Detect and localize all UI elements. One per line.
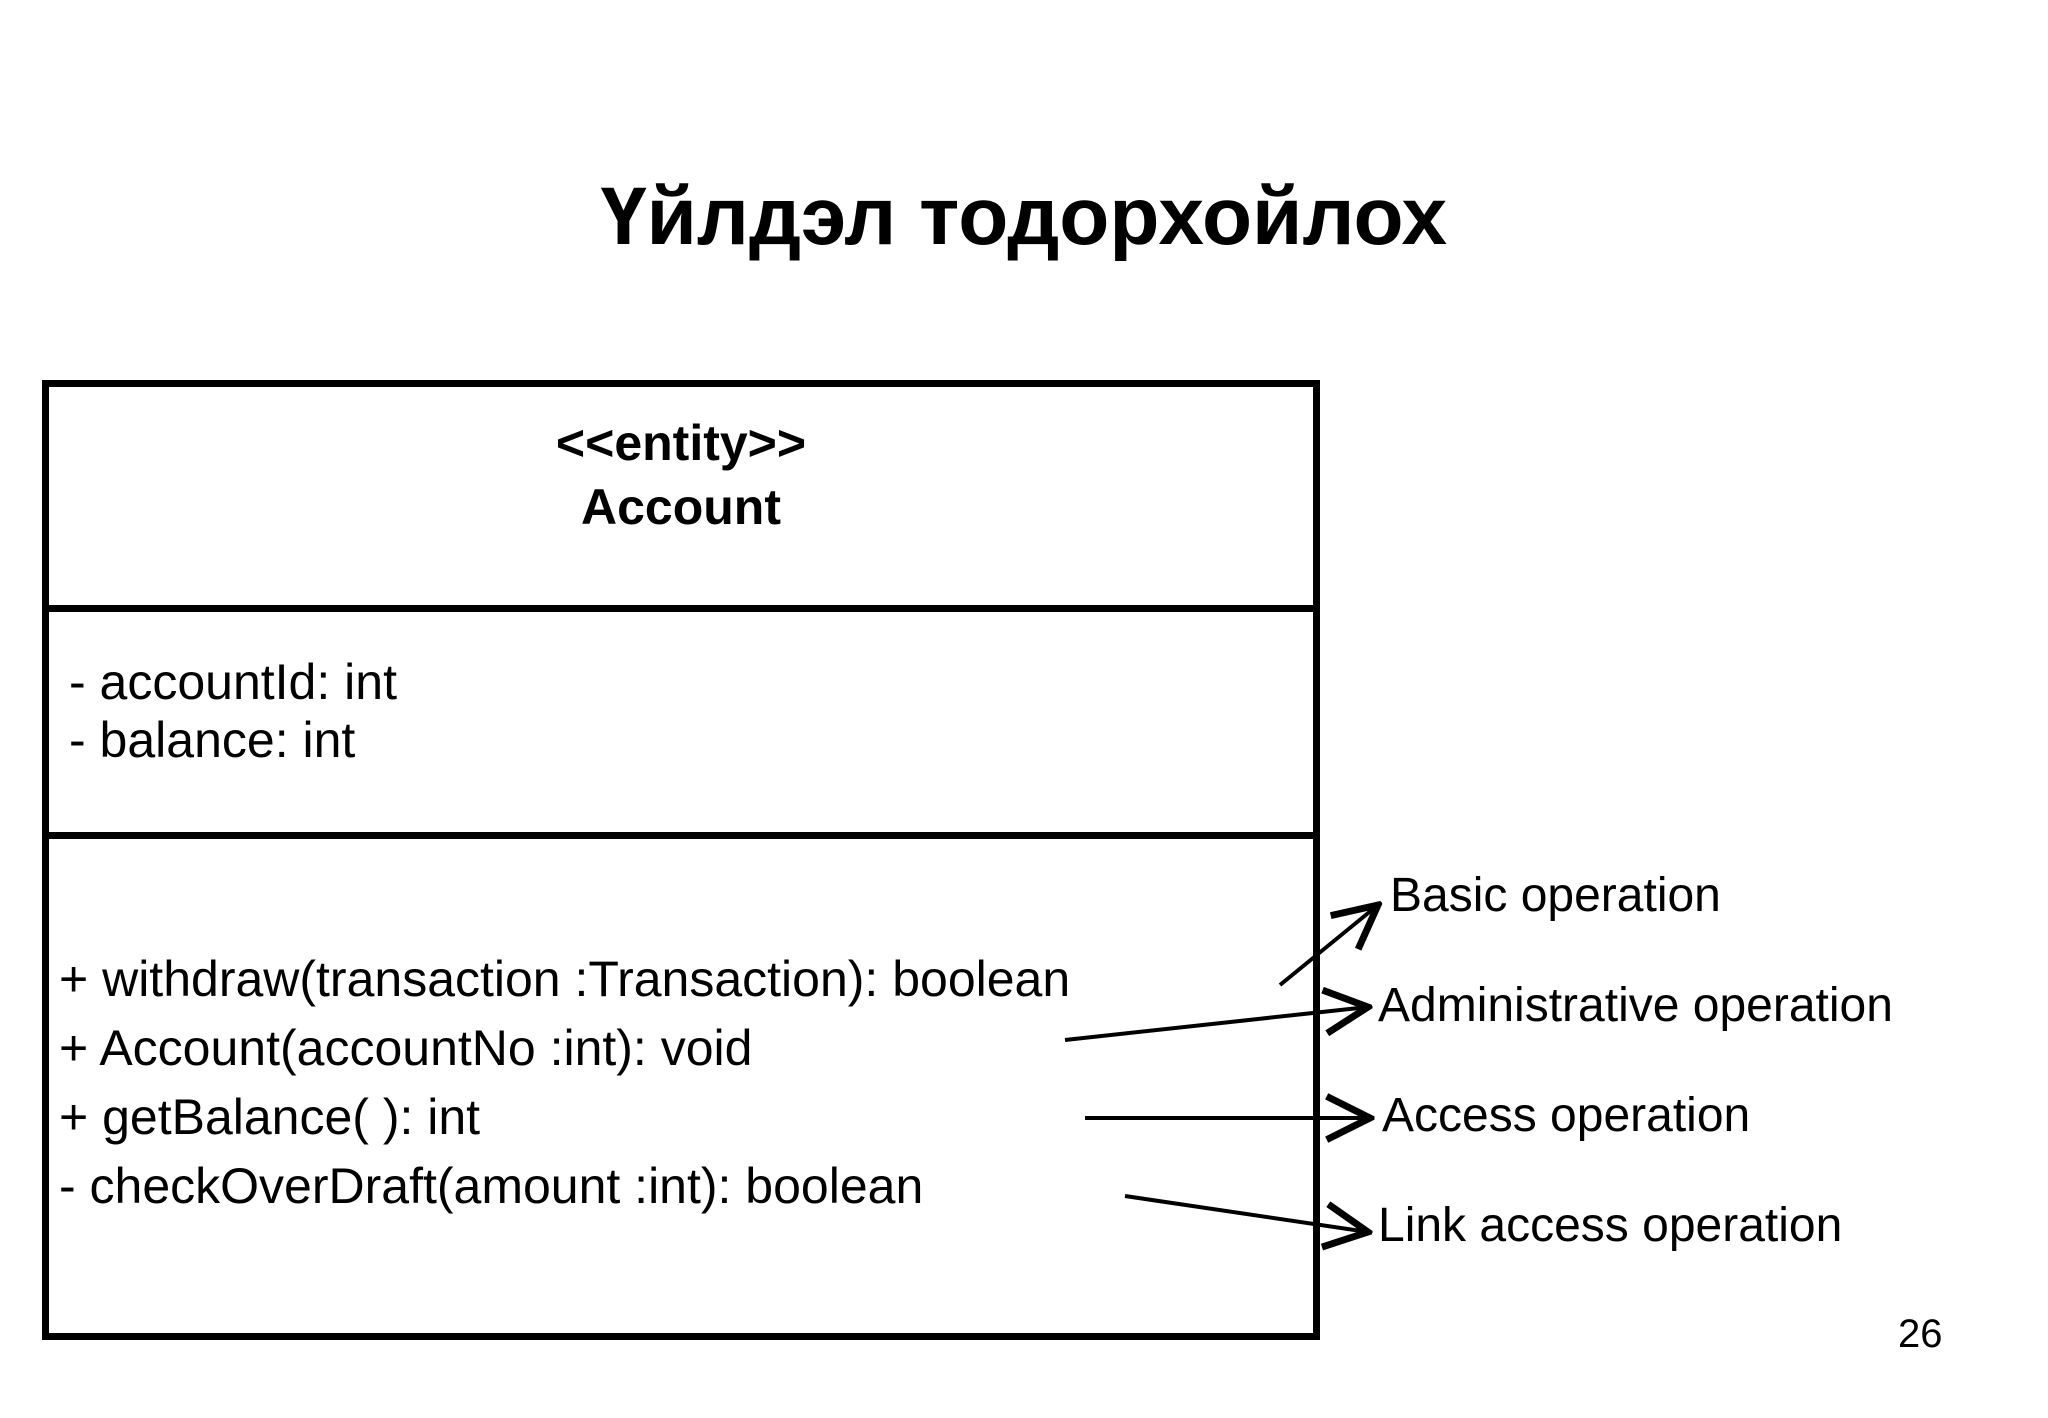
annotation-label-administrative-operation: Administrative operation [1378,979,1893,1032]
operation-row: + withdraw(transaction :Transaction): bo… [59,951,1071,1007]
annotation-label-link-access-operation: Link access operation [1378,1199,1843,1252]
page-number: 26 [1898,1312,1943,1356]
class-attributes-compartment: - accountId: int - balance: int [49,612,1313,839]
attribute-row: - balance: int [69,711,356,768]
operation-row: + Account(accountNo :int): void [59,1020,753,1076]
page-title: Үйлдэл тодорхойлох [600,171,1448,262]
attribute-row: - accountId: int [69,654,397,710]
class-name-compartment: <<entity>> Account [49,387,1313,612]
operation-row: + getBalance( ): int [59,1089,481,1145]
class-name: Account [581,479,781,535]
operation-row: - checkOverDraft(amount :int): boolean [59,1158,924,1214]
annotation-label-basic-operation: Basic operation [1390,869,1721,922]
uml-class-box: <<entity>> Account - accountId: int - ba… [42,380,1320,1340]
class-operations-compartment: + withdraw(transaction :Transaction): bo… [49,839,1313,1327]
class-stereotype: <<entity>> [555,415,807,471]
annotation-label-access-operation: Access operation [1382,1089,1751,1142]
